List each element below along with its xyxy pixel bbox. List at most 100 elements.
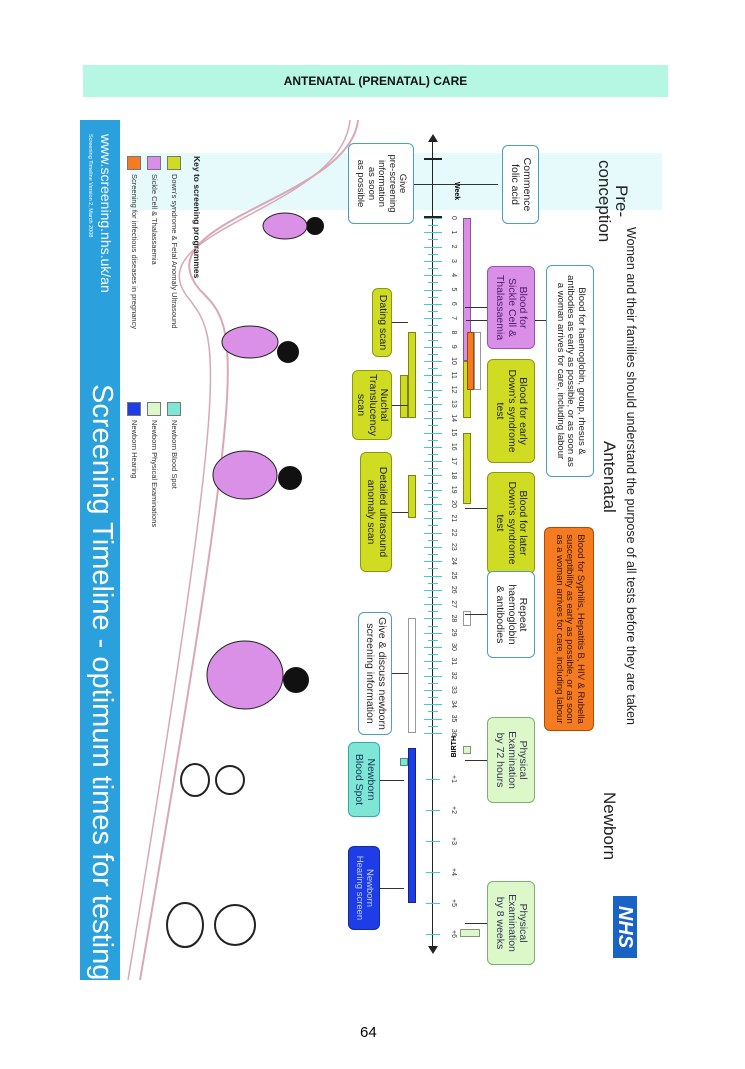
box-commence-folic-acid: Commence folic acid bbox=[502, 145, 539, 224]
connector bbox=[465, 307, 487, 308]
post-birth-tick-label: +4 bbox=[450, 868, 457, 876]
axis-tick bbox=[424, 361, 442, 362]
week-tick-label: 25 bbox=[450, 571, 457, 580]
week-tick-label: 30 bbox=[450, 643, 457, 651]
key-title: Key to screening programmes bbox=[192, 156, 202, 279]
connector bbox=[392, 322, 408, 323]
week-tick-label: 35 bbox=[450, 714, 457, 723]
axis-tick bbox=[428, 268, 438, 270]
box-blood-infectious-diseases: Blood for Syphilis, Hepatitis B, HIV & R… bbox=[544, 527, 594, 731]
axis-tick bbox=[424, 318, 442, 320]
programme-bar-infectious bbox=[467, 332, 474, 390]
connector bbox=[465, 614, 487, 615]
week-tick-label: 31 bbox=[450, 657, 457, 666]
axis-tick bbox=[428, 239, 438, 241]
axis-tick bbox=[424, 275, 442, 277]
axis-tick bbox=[428, 482, 438, 484]
box-physical-exam-72-hours: Physical Examination by 72 hours bbox=[487, 717, 535, 803]
programme-bar-physical-exam-72h bbox=[463, 746, 471, 754]
axis-tick bbox=[424, 604, 442, 606]
axis-tick bbox=[424, 332, 442, 334]
connector bbox=[465, 508, 487, 509]
axis-tick bbox=[428, 539, 438, 541]
week-tick-label: 22 bbox=[450, 528, 457, 537]
axis-tick bbox=[424, 589, 442, 591]
axis-tick bbox=[428, 411, 438, 413]
key-swatch bbox=[127, 156, 141, 170]
week-tick-label: 36 bbox=[450, 728, 457, 737]
key-label: Down's syndrome & Fetal Anomaly Ultrasou… bbox=[170, 174, 179, 329]
week-tick-label: 5 bbox=[450, 287, 457, 292]
week-tick-label: 12 bbox=[450, 385, 457, 394]
axis-tick bbox=[428, 368, 438, 370]
axis-tick bbox=[428, 525, 438, 527]
connector bbox=[414, 184, 433, 185]
week-tick-label: 32 bbox=[450, 671, 457, 680]
axis-tick bbox=[424, 504, 442, 505]
axis-tick bbox=[424, 260, 442, 262]
phase-antenatal: Antenatal bbox=[600, 441, 619, 513]
box-blood-sickle-cell: Blood for Sickle Cell & Thalassaemia bbox=[487, 266, 535, 349]
axis-tick bbox=[424, 375, 442, 377]
pregnancy-curve bbox=[139, 120, 359, 980]
key-label: Newborn Hearing bbox=[130, 420, 139, 479]
phase-preconception: Pre- conception bbox=[595, 160, 631, 243]
axis-tick bbox=[428, 468, 438, 470]
axis-tick bbox=[428, 339, 438, 341]
week-tick-label: 16 bbox=[450, 442, 457, 451]
nhs-logo: NHS bbox=[613, 896, 637, 958]
axis-tick bbox=[424, 561, 442, 563]
week-tick-label: 8 bbox=[450, 330, 457, 335]
axis-tick bbox=[428, 325, 438, 327]
programme-bar-newborn-blood-spot bbox=[400, 758, 408, 766]
connector bbox=[392, 512, 408, 513]
axis-tick bbox=[426, 810, 440, 811]
week-tick-label: 27 bbox=[450, 600, 457, 608]
axis-tick bbox=[424, 389, 442, 391]
footer-url[interactable]: www.screening.nhs.uk/an bbox=[98, 134, 114, 293]
week-tick-label: 4 bbox=[450, 273, 457, 278]
axis-tick bbox=[424, 246, 442, 248]
key-swatch bbox=[167, 402, 181, 416]
box-repeat-haemoglobin: Repeat haemoglobin & antibodies bbox=[487, 571, 535, 658]
footer-title: Screening Timeline - optimum times for t… bbox=[86, 384, 118, 981]
week-tick-label: 34 bbox=[450, 700, 457, 709]
post-birth-tick-label: +2 bbox=[450, 806, 457, 814]
axis-tick bbox=[428, 554, 438, 556]
axis-tick bbox=[428, 668, 438, 670]
week-tick-label: 3 bbox=[450, 258, 457, 263]
axis-tick bbox=[424, 704, 442, 706]
axis-tick bbox=[424, 218, 442, 219]
axis-tick bbox=[424, 732, 442, 734]
box-physical-exam-8-weeks: Physical Examination by 8 weeks bbox=[487, 881, 535, 965]
pregnancy-curve bbox=[127, 120, 351, 980]
preconception-marker bbox=[424, 158, 442, 160]
axis-tick bbox=[428, 725, 438, 727]
axis-tick bbox=[424, 346, 442, 348]
axis-tick bbox=[424, 446, 442, 448]
key-swatch bbox=[127, 402, 141, 416]
axis-tick bbox=[428, 582, 438, 584]
connector bbox=[465, 923, 487, 924]
footer-banner: www.screening.nhs.uk/an Screening Timeli… bbox=[80, 120, 120, 980]
axis-tick bbox=[424, 489, 442, 491]
week-tick-label: 9 bbox=[450, 344, 457, 349]
axis-tick bbox=[426, 841, 440, 842]
key-label: Newborn Blood Spot bbox=[170, 420, 179, 489]
connector bbox=[380, 888, 404, 889]
programme-bar-discuss bbox=[408, 618, 416, 733]
connector bbox=[380, 780, 404, 781]
axis-tick bbox=[428, 282, 438, 284]
woman-figure-icon bbox=[206, 640, 309, 710]
axis-tick bbox=[424, 661, 442, 663]
axis-tick bbox=[426, 934, 440, 935]
axis-tick bbox=[428, 654, 438, 656]
box-blood-early-downs: Blood for early Down's syndrome test bbox=[487, 359, 535, 463]
axis-tick bbox=[424, 689, 442, 691]
week-tick-label: 26 bbox=[450, 585, 457, 594]
axis-tick bbox=[428, 353, 438, 355]
programme-bar-dating bbox=[408, 332, 416, 419]
week-tick-label: 21 bbox=[450, 514, 457, 523]
axis-tick bbox=[424, 532, 442, 534]
axis-tick bbox=[428, 396, 438, 398]
